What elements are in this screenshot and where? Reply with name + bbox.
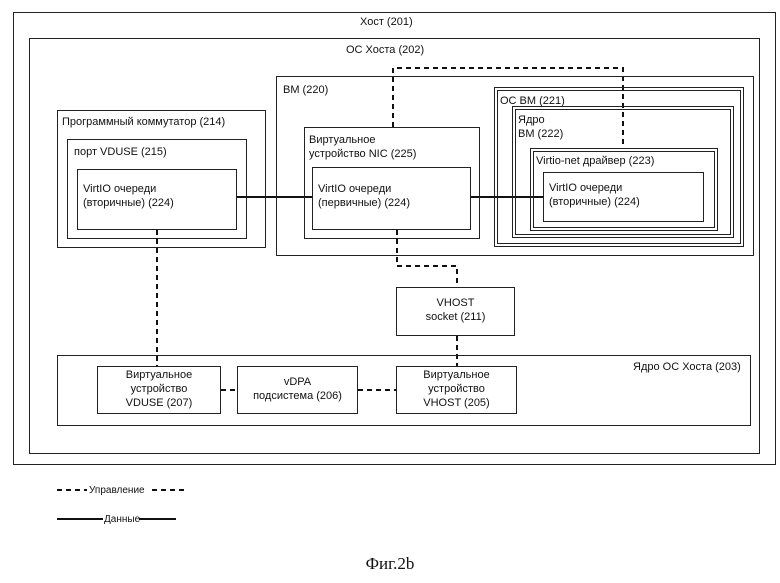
vm-label: ВМ (220) — [283, 84, 328, 97]
legend-data-label: Данные — [104, 513, 140, 526]
vduse-device-line1: Виртуальное — [97, 369, 221, 382]
vduse-device-line3: VDUSE (207) — [97, 397, 221, 410]
vm-kernel-line2: ВМ (222) — [518, 128, 563, 141]
figure-caption: Фиг.2b — [0, 554, 780, 574]
virtio-queues-secondary-right-line2: (вторичные) (224) — [549, 196, 640, 209]
vduse-port-label: порт VDUSE (215) — [74, 146, 167, 159]
vdpa-subsystem-line2: подсистема (206) — [237, 390, 358, 403]
vduse-device-line2: устройство — [97, 383, 221, 396]
vhost-device-line2: устройство — [396, 383, 517, 396]
virtio-queues-secondary-right-line1: VirtIO очереди — [549, 182, 622, 195]
vm-kernel-line1: Ядро — [518, 114, 545, 127]
virtual-nic-line1: Виртуальное — [309, 134, 375, 147]
vhost-device-line1: Виртуальное — [396, 369, 517, 382]
switch-label: Программный коммутатор (214) — [62, 116, 225, 129]
host-kernel-label: Ядро ОС Хоста (203) — [633, 361, 741, 374]
virtio-queues-primary-line2: (первичные) (224) — [318, 197, 410, 210]
host-os-label: ОС Хоста (202) — [346, 44, 424, 57]
virtual-nic-line2: устройство NIC (225) — [309, 148, 416, 161]
vhost-socket-line2: socket (211) — [396, 311, 515, 324]
virtio-queues-secondary-left-line1: VirtIO очереди — [83, 183, 156, 196]
legend-control-label: Управление — [89, 484, 145, 497]
virtio-net-driver-label: Virtio-net драйвер (223) — [536, 155, 654, 168]
virtio-queues-secondary-left-line2: (вторичные) (224) — [83, 197, 174, 210]
vhost-device-line3: VHOST (205) — [396, 397, 517, 410]
host-label: Хост (201) — [360, 16, 413, 29]
vhost-socket-line1: VHOST — [396, 297, 515, 310]
virtio-queues-primary-line1: VirtIO очереди — [318, 183, 391, 196]
vdpa-subsystem-line1: vDPA — [237, 376, 358, 389]
